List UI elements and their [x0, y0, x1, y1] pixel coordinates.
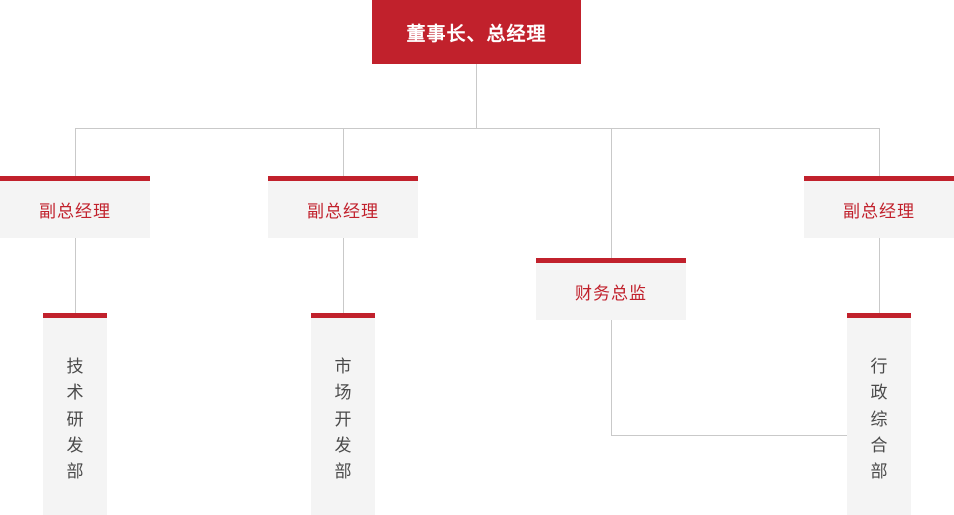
node-dept-administration[interactable]: 行 政 综 合 部 [847, 313, 911, 515]
node-dept-technology-rd[interactable]: 技 术 研 发 部 [43, 313, 107, 515]
connector-drop-vice-gm-1 [75, 128, 76, 176]
dept-char: 部 [870, 462, 888, 483]
node-vice-general-manager-1[interactable]: 副总经理 [0, 176, 150, 238]
dept-char: 部 [66, 462, 84, 483]
dept-char: 研 [66, 409, 84, 430]
dept-char: 术 [66, 383, 84, 404]
dept-char: 市 [334, 357, 352, 377]
dept-char: 场 [334, 383, 352, 404]
dept-char: 发 [334, 436, 352, 457]
dept-char: 技 [66, 357, 84, 377]
node-vice-gm-3-label: 副总经理 [843, 202, 915, 222]
node-root-label: 董事长、总经理 [406, 22, 547, 45]
node-vice-general-manager-3[interactable]: 副总经理 [804, 176, 954, 238]
dept-char: 发 [66, 436, 84, 457]
dept-technology-rd-label: 技 术 研 发 部 [67, 318, 84, 515]
connector-drop-vice-gm-2 [343, 128, 344, 176]
connector-drop-dept-admin [879, 238, 880, 313]
node-finance-director[interactable]: 财务总监 [536, 258, 686, 320]
node-vice-general-manager-2[interactable]: 副总经理 [268, 176, 418, 238]
dept-administration-label: 行 政 综 合 部 [871, 318, 888, 515]
dept-market-development-label: 市 场 开 发 部 [335, 318, 352, 515]
node-chairman-general-manager[interactable]: 董事长、总经理 [372, 0, 581, 64]
dept-char: 合 [870, 436, 888, 457]
dept-char: 开 [334, 409, 352, 430]
connector-level2-bus [75, 128, 880, 129]
connector-finance-elbow-horizontal [611, 435, 851, 436]
dept-char: 综 [870, 409, 888, 430]
dept-char: 行 [870, 357, 888, 377]
node-vice-gm-2-label: 副总经理 [307, 202, 379, 222]
connector-drop-vice-gm-3 [879, 128, 880, 176]
connector-root-drop [476, 64, 477, 128]
dept-char: 部 [334, 462, 352, 483]
node-vice-gm-1-label: 副总经理 [39, 202, 111, 222]
node-finance-director-label: 财务总监 [575, 284, 647, 304]
connector-drop-dept-market [343, 238, 344, 313]
connector-drop-finance-director [611, 128, 612, 258]
connector-finance-elbow-vertical [611, 320, 612, 435]
dept-char: 政 [870, 383, 888, 404]
connector-drop-dept-tech [75, 238, 76, 313]
node-dept-market-development[interactable]: 市 场 开 发 部 [311, 313, 375, 515]
